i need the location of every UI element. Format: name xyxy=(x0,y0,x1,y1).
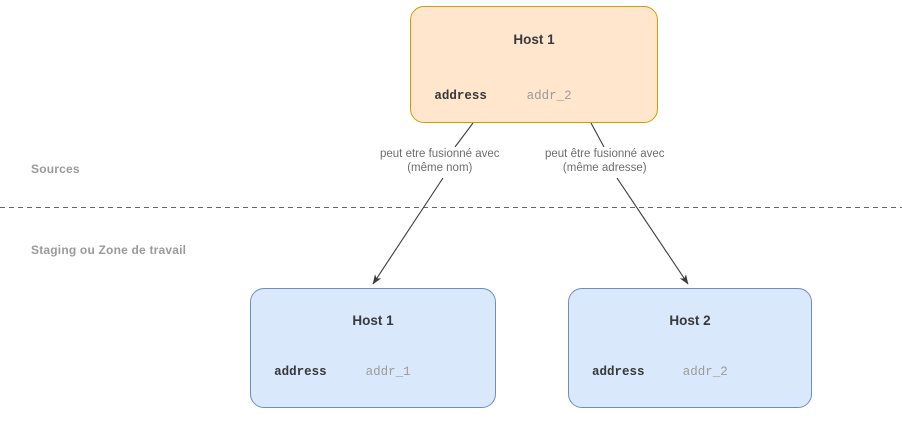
attribute-name: address xyxy=(434,89,487,103)
entity-box-staging-host2[interactable]: Host 2 address addr_2 xyxy=(568,288,812,408)
attribute-value: addr_2 xyxy=(526,89,572,103)
edge-label-left-line1: peut etre fusionné avec xyxy=(380,148,500,160)
edge-label-left-line2: (même nom) xyxy=(407,162,473,174)
edge-left-arrow[interactable] xyxy=(372,177,444,285)
edge-right-upper-segment xyxy=(590,122,605,148)
attribute-name: address xyxy=(591,365,645,379)
entity-attribute-row: address addr_2 xyxy=(411,89,657,105)
entity-title: Host 1 xyxy=(513,32,555,47)
entity-box-staging-host1[interactable]: Host 1 address addr_1 xyxy=(250,288,496,408)
attribute-value: addr_2 xyxy=(682,365,728,379)
edge-label-left: peut etre fusionné avec (même nom) xyxy=(380,147,500,175)
edge-label-right: peut être fusionné avec (même adresse) xyxy=(545,147,665,175)
edge-left-upper-segment xyxy=(454,122,474,148)
edge-label-right-line1: peut être fusionné avec xyxy=(545,148,665,160)
attribute-value: addr_1 xyxy=(365,365,411,379)
entity-attribute-row: address addr_2 xyxy=(569,365,811,381)
entity-attribute-row: address addr_1 xyxy=(251,365,495,381)
zone-label-sources: Sources xyxy=(31,162,80,176)
entity-title: Host 1 xyxy=(352,313,394,328)
edge-right-arrow[interactable] xyxy=(616,177,689,285)
zone-label-staging: Staging ou Zone de travail xyxy=(31,243,187,257)
attribute-name: address xyxy=(274,365,327,379)
edge-label-right-line2: (même adresse) xyxy=(562,162,647,174)
entity-box-source-host1[interactable]: Host 1 address addr_2 xyxy=(410,6,658,123)
entity-title: Host 2 xyxy=(669,313,711,328)
